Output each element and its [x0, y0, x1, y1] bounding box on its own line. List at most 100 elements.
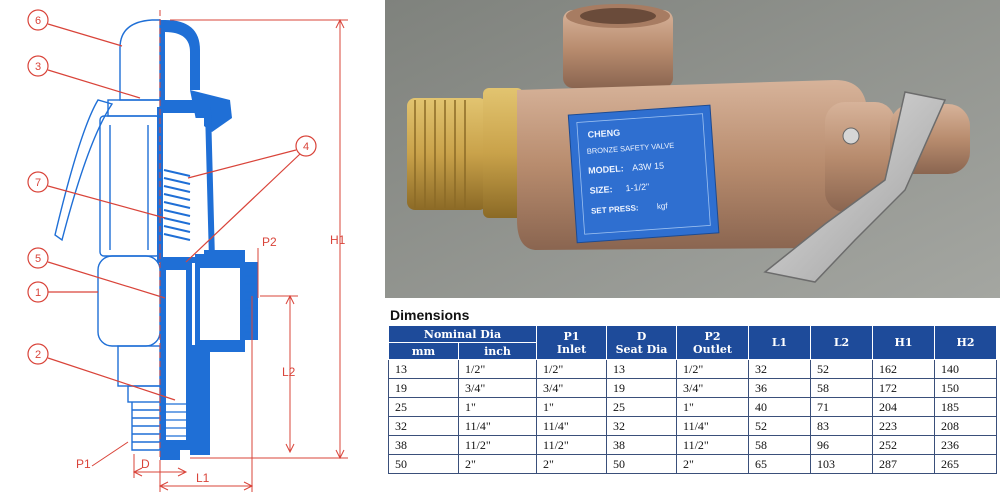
- lift-lever: [763, 91, 947, 283]
- cell-l2: 52: [810, 359, 874, 379]
- valve-cross-section-diagram: 6 3 7 5 1 2 4 P2 H1 L2 P1: [0, 0, 380, 500]
- cell-inch: 11/2": [457, 435, 538, 455]
- table-row: 50 2" 2" 50 2" 65 103 287 265: [388, 454, 998, 474]
- dim-label-p2: P2: [262, 235, 277, 249]
- cell-h1: 287: [872, 454, 936, 474]
- cell-p1: 2": [536, 454, 608, 474]
- dim-label-l2: L2: [282, 365, 296, 379]
- cell-d: 25: [606, 397, 678, 417]
- inlet-threads: [160, 403, 190, 445]
- cell-inch: 1/2": [457, 359, 538, 379]
- nameplate-set-label: SET PRESS:: [591, 203, 639, 215]
- brass-hex: [483, 88, 523, 218]
- lever-outline: [54, 99, 114, 242]
- cell-h1: 162: [872, 359, 936, 379]
- cell-p2: 2": [676, 454, 750, 474]
- table-row: 13 1/2" 1/2" 13 1/2" 32 52 162 140: [388, 359, 998, 379]
- header-p2-sub: Outlet: [693, 342, 732, 356]
- cell-l1: 58: [748, 435, 812, 455]
- cell-p2: 11/4": [676, 416, 750, 436]
- table-row: 25 1" 1" 25 1" 40 71 204 185: [388, 397, 998, 417]
- cell-p2: 1/2": [676, 359, 750, 379]
- cell-inch: 11/4": [457, 416, 538, 436]
- cell-l1: 36: [748, 378, 812, 398]
- valve-section-cavities: [166, 118, 240, 440]
- table-row: 32 11/4" 11/4" 32 11/4" 52 83 223 208: [388, 416, 998, 436]
- cell-l2: 96: [810, 435, 874, 455]
- header-h2: H2: [934, 325, 998, 360]
- callout-2: 2: [35, 349, 41, 361]
- header-p1-sub: Inlet: [556, 342, 587, 356]
- header-d-sub: Seat Dia: [615, 342, 668, 356]
- header-mm: mm: [388, 342, 459, 360]
- cell-d: 13: [606, 359, 678, 379]
- header-h1: H1: [872, 325, 936, 360]
- cell-mm: 19: [388, 378, 459, 398]
- cell-mm: 13: [388, 359, 459, 379]
- cell-mm: 32: [388, 416, 459, 436]
- header-l1: L1: [748, 325, 812, 360]
- cell-p1: 1/2": [536, 359, 608, 379]
- nameplate-brand: CHENG: [587, 127, 620, 139]
- cell-h2: 185: [934, 397, 998, 417]
- callout-1: 1: [35, 287, 41, 299]
- cell-l1: 52: [748, 416, 812, 436]
- cell-mm: 25: [388, 397, 459, 417]
- cell-h2: 150: [934, 378, 998, 398]
- cell-d: 32: [606, 416, 678, 436]
- cell-p1: 11/4": [536, 416, 608, 436]
- callout-6: 6: [35, 15, 41, 27]
- dim-label-l1: L1: [196, 471, 210, 485]
- callout-5: 5: [35, 253, 41, 265]
- header-nominal-dia: Nominal Dia: [387, 325, 538, 343]
- dimension-lines: [91, 18, 348, 492]
- dimensions-title: Dimensions: [390, 307, 470, 323]
- cell-d: 38: [606, 435, 678, 455]
- cell-h2: 265: [934, 454, 998, 474]
- cell-h1: 223: [872, 416, 936, 436]
- cell-l1: 40: [748, 397, 812, 417]
- nameplate-model-label: MODEL:: [588, 163, 624, 175]
- table-row: 19 3/4" 3/4" 19 3/4" 36 58 172 150: [388, 378, 998, 398]
- nameplate-model-value: A3W 15: [632, 161, 665, 173]
- cell-p2: 11/2": [676, 435, 750, 455]
- nameplate-size-value: 1-1/2": [625, 182, 649, 194]
- valve-outline-left: [97, 19, 161, 451]
- cell-d: 19: [606, 378, 678, 398]
- outlet-boss: [563, 10, 673, 88]
- cell-l1: 65: [748, 454, 812, 474]
- cell-mm: 50: [388, 454, 459, 474]
- callout-leaders: [27, 9, 317, 401]
- cell-p2: 3/4": [676, 378, 750, 398]
- spring-coils: [163, 169, 191, 241]
- cell-h2: 140: [934, 359, 998, 379]
- cell-l2: 58: [810, 378, 874, 398]
- cell-inch: 2": [457, 454, 538, 474]
- lever-pin: [842, 127, 860, 145]
- cell-inch: 1": [457, 397, 538, 417]
- header-p2: P2: [704, 329, 721, 343]
- cell-d: 50: [606, 454, 678, 474]
- cell-inch: 3/4": [457, 378, 538, 398]
- cell-l2: 83: [810, 416, 874, 436]
- dim-label-h1: H1: [330, 233, 346, 247]
- header-d: D: [636, 329, 647, 343]
- nameplate-set-value: kgf: [657, 201, 669, 211]
- product-photo: CHENG BRONZE SAFETY VALVE MODEL: A3W 15 …: [385, 0, 1000, 298]
- cell-p1: 1": [536, 397, 608, 417]
- cell-h2: 236: [934, 435, 998, 455]
- cell-p1: 3/4": [536, 378, 608, 398]
- callout-3: 3: [35, 61, 41, 73]
- cell-p1: 11/2": [536, 435, 608, 455]
- cell-l1: 32: [748, 359, 812, 379]
- nameplate-size-label: SIZE:: [589, 184, 613, 196]
- callout-7: 7: [35, 177, 41, 189]
- header-p1: P1: [563, 329, 580, 343]
- cell-h1: 252: [872, 435, 936, 455]
- table-row: 38 11/2" 11/2" 38 11/2" 58 96 252 236: [388, 435, 998, 455]
